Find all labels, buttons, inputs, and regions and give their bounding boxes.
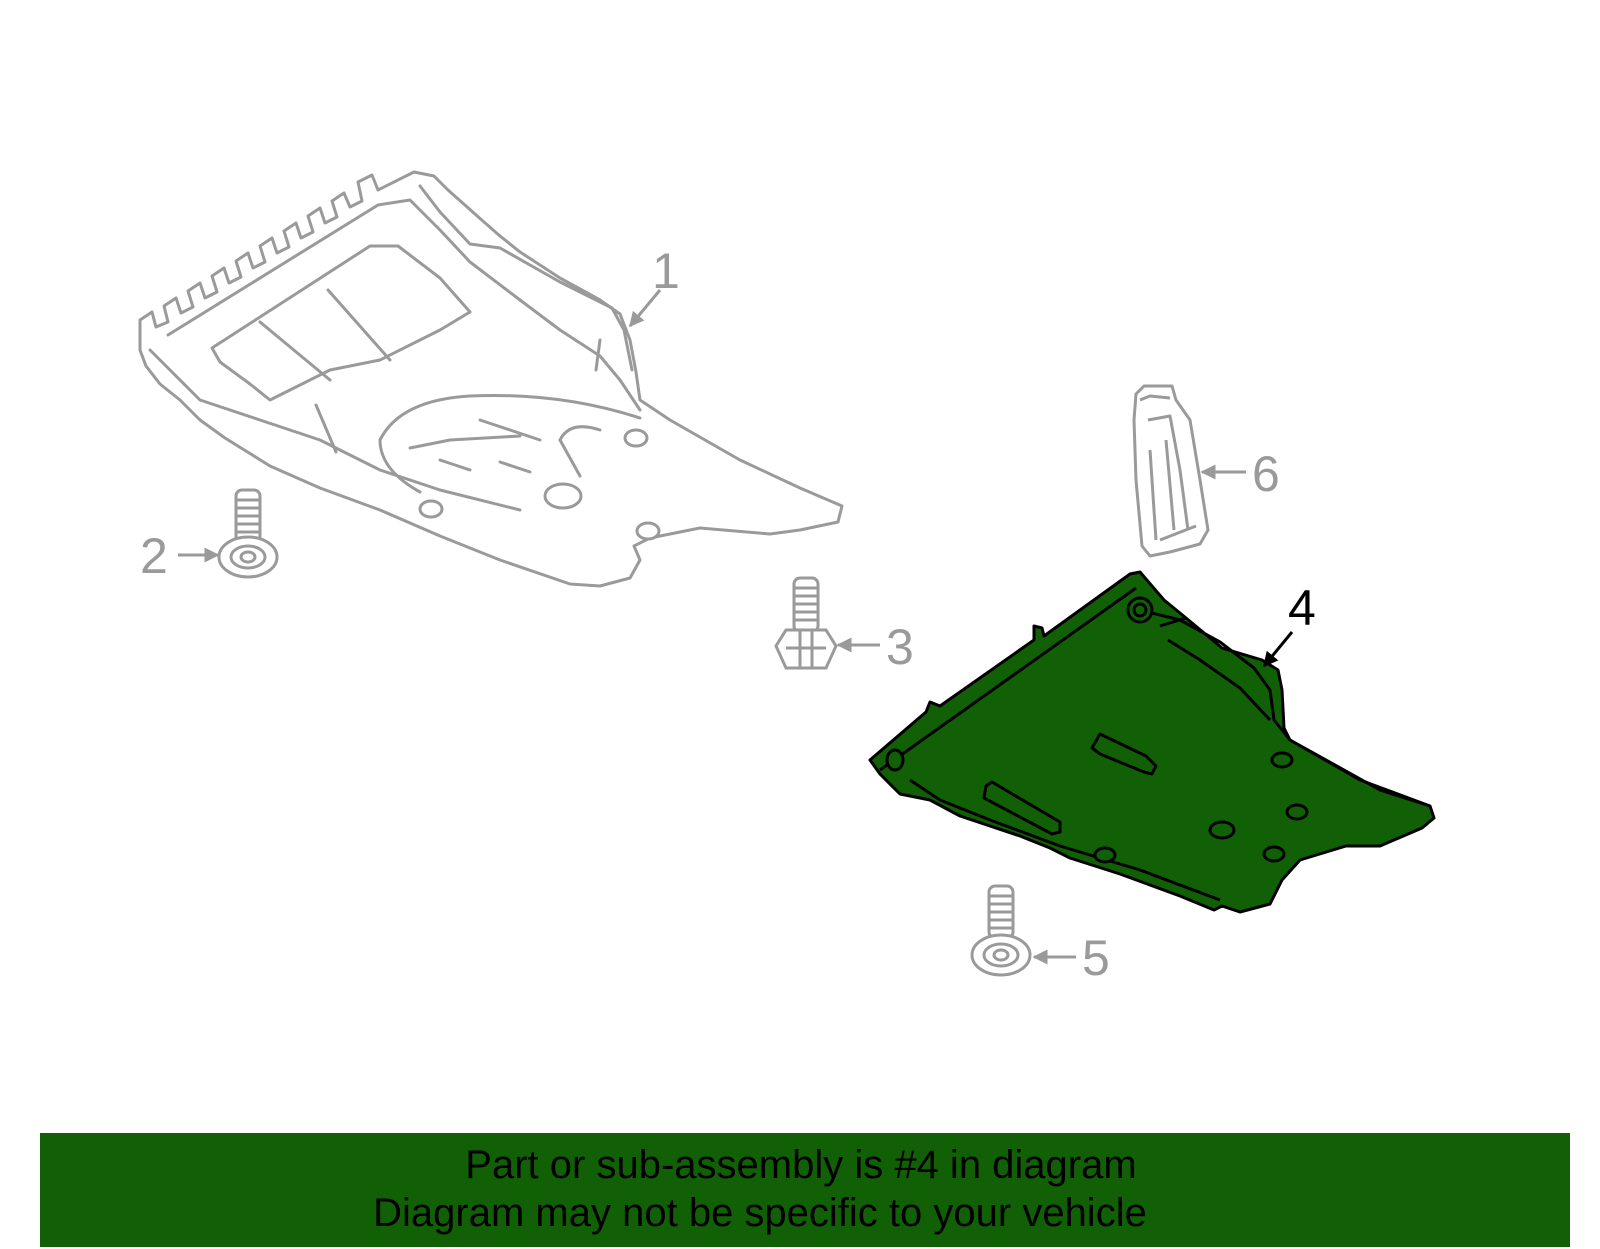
callout-5: 5	[1082, 930, 1110, 986]
part-5-bolt	[970, 884, 1032, 977]
callout-6: 6	[1252, 446, 1280, 502]
callout-4: 4	[1288, 580, 1316, 636]
callout-1: 1	[652, 243, 680, 299]
leader-4	[1262, 631, 1294, 668]
notice-line-2: Diagram may not be specific to your vehi…	[373, 1191, 1147, 1235]
part-1-splash-shield	[138, 170, 844, 588]
leader-1	[628, 289, 662, 328]
leader-arrows	[178, 289, 1294, 965]
part-4-lower-shield	[868, 570, 1436, 914]
callout-2: 2	[140, 528, 168, 584]
part-3-hex-bolt	[774, 576, 838, 670]
callout-3: 3	[886, 619, 914, 675]
notice-line-1: Part or sub-assembly is #4 in diagram	[465, 1143, 1137, 1187]
notice-banner: Part or sub-assembly is #4 in diagram Di…	[40, 1133, 1570, 1247]
part-2-bolt	[217, 488, 279, 579]
part-6-bracket	[1132, 384, 1210, 558]
